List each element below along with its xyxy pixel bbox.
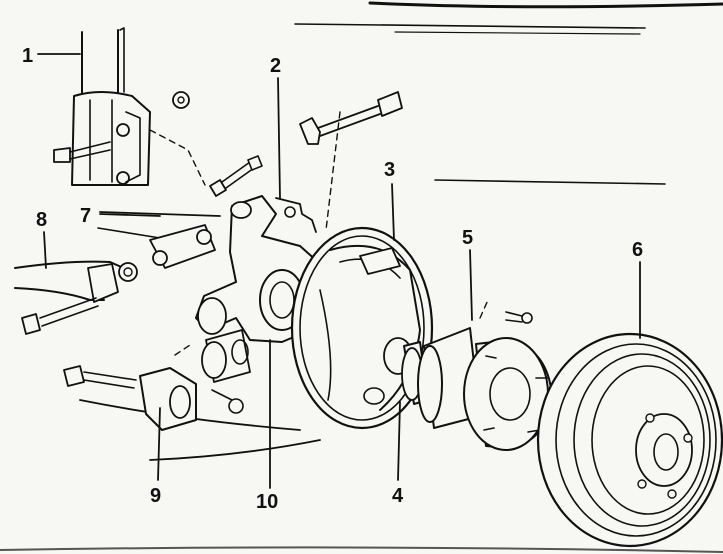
hub-bearing-unit [417,311,553,451]
callout-10: 10 [256,491,278,513]
steering-knuckle [195,195,319,383]
callout-7: 7 [80,205,91,227]
assembly-guide-lines [149,111,489,356]
lateral-arm [14,260,138,335]
shock-absorber-strut [53,27,190,186]
stabilizer-link [97,211,221,269]
callout-4: 4 [392,485,404,507]
callout-leader-lines [37,53,641,489]
callout-3: 3 [384,159,395,181]
callout-labels: 1 2 3 4 5 6 7 8 9 10 [22,45,643,513]
brake-drum [536,332,723,548]
callout-8: 8 [36,209,47,231]
trailing-arm [63,365,321,461]
callout-6: 6 [632,239,643,261]
callout-1: 1 [22,45,33,67]
brake-line-bracket [275,91,403,233]
callout-2: 2 [270,55,281,77]
callout-9: 9 [150,485,161,507]
knuckle-upper-bolt [209,155,263,197]
callout-5: 5 [462,227,473,249]
